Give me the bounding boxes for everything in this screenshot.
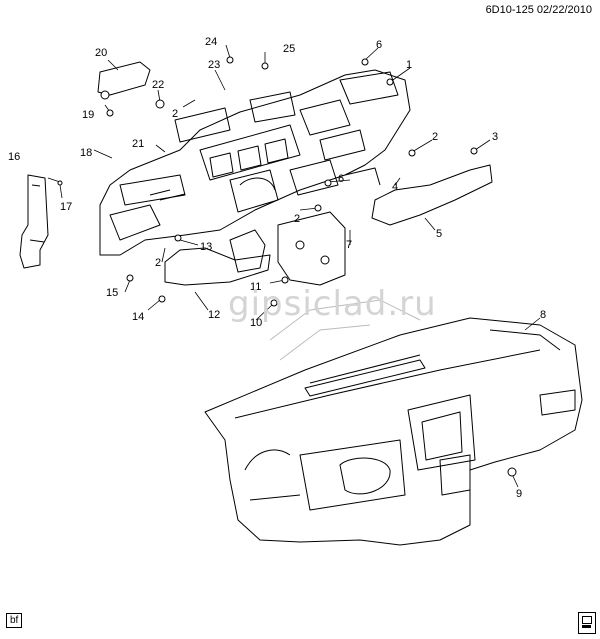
callout-4: 4 xyxy=(392,181,398,193)
callout-9: 9 xyxy=(516,488,522,500)
callout-15: 15 xyxy=(106,287,118,299)
steering-column-bracket xyxy=(229,229,266,273)
footer-tag: bf xyxy=(6,613,23,628)
publisher-logo-icon xyxy=(578,612,596,634)
callout-17: 17 xyxy=(60,201,72,213)
callout-10: 10 xyxy=(250,317,262,329)
callout-20: 20 xyxy=(95,47,107,59)
console-outline xyxy=(269,299,421,361)
callout-11: 11 xyxy=(250,281,261,293)
left-side-bracket xyxy=(19,174,49,269)
callout-18: 18 xyxy=(80,147,92,159)
callout-22: 22 xyxy=(152,79,164,91)
callout-5: 5 xyxy=(436,228,442,240)
callout-2: 2 xyxy=(432,131,438,143)
callout-7: 7 xyxy=(346,239,352,251)
callout-14: 14 xyxy=(132,311,144,323)
upper-left-bracket xyxy=(97,61,151,96)
cross-car-beam xyxy=(99,69,411,256)
watermark-text: gipsiclad.ru xyxy=(228,284,437,324)
callout-1: 1 xyxy=(406,59,412,71)
callout-19: 19 xyxy=(82,109,94,121)
callout-21: 21 xyxy=(132,138,144,150)
right-side-bracket xyxy=(371,164,493,226)
callout-3: 3 xyxy=(492,131,498,143)
callout-2: 2 xyxy=(155,257,161,269)
diagram-code-date: 6D10-125 02/22/2010 xyxy=(485,4,592,16)
callout-12: 12 xyxy=(208,309,220,321)
callout-8: 8 xyxy=(540,309,546,321)
knee-bolster xyxy=(164,247,271,286)
callout-16: 16 xyxy=(8,151,20,163)
callout-23: 23 xyxy=(208,59,220,71)
center-support-brace xyxy=(277,211,346,286)
instrument-panel xyxy=(204,317,583,546)
callout-2: 2 xyxy=(172,108,178,120)
callout-25: 25 xyxy=(283,43,295,55)
callout-6: 6 xyxy=(338,173,344,185)
callout-6: 6 xyxy=(376,39,382,51)
callout-13: 13 xyxy=(200,241,212,253)
callout-24: 24 xyxy=(205,36,217,48)
callout-2: 2 xyxy=(294,213,300,225)
